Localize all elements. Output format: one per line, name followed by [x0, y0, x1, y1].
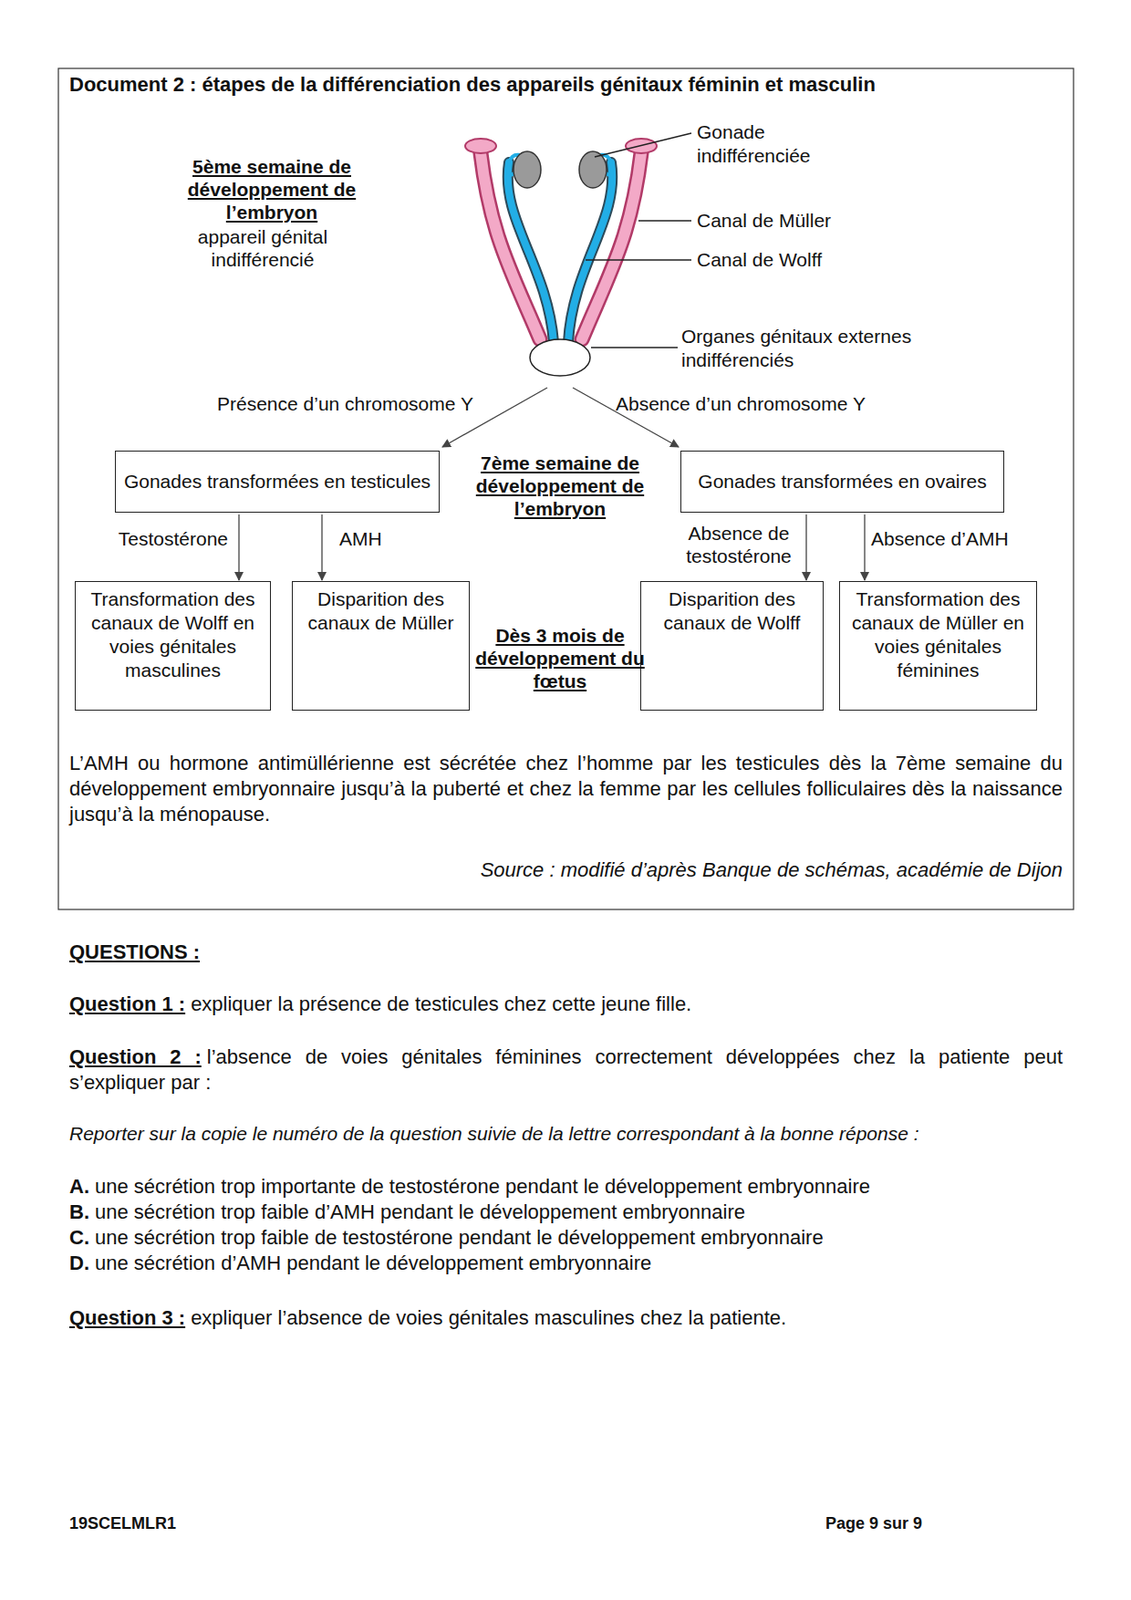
leader-lines [585, 133, 692, 348]
edge-label: Testostérone [118, 527, 229, 550]
diagram-label: Canal de Wolff [696, 248, 822, 272]
process-box: Gonades transformées en testicules [114, 450, 440, 513]
question-text: expliquer l’absence de voies génitales m… [190, 1306, 787, 1329]
diagram-label: appareil génital indifférencié [171, 225, 354, 271]
edge-label: Absence de testostérone [679, 521, 799, 568]
diagram-label: Source : modifié d’après Banque de schém… [69, 857, 1063, 883]
diagram-label: L’AMH ou hormone antimüllérienne est séc… [69, 750, 1063, 828]
diagram-label: Absence d’un chromosome Y [615, 392, 866, 416]
question-text: C. [69, 1225, 90, 1249]
process-box: Gonades transformées en ovaires [680, 450, 1005, 513]
document-title: Document 2 : étapes de la différenciatio… [69, 72, 876, 97]
diagram-label: 5ème semaine de développement de l’embry… [162, 155, 382, 224]
text-row: B.une sécrétion trop faible d’AMH pendan… [69, 1199, 1063, 1225]
diagram-label: Gonade indifférenciée [696, 120, 852, 168]
question-text: 19SCELMLR1 [69, 1514, 177, 1533]
diagram-label: Présence d’un chromosome Y [217, 392, 474, 416]
text-row: C.une sécrétion trop faible de testostér… [69, 1224, 1063, 1251]
text-row: Question 3 :expliquer l’absence de voies… [69, 1305, 1063, 1331]
edge-label: Absence d’AMH [871, 527, 1009, 550]
arrow-connector [321, 514, 322, 581]
text-row: QUESTIONS : [69, 939, 1063, 965]
question-text: Question 2 : [69, 1045, 202, 1069]
question-text: Page 9 sur 9 [825, 1514, 923, 1533]
gonads [513, 151, 607, 188]
process-box: Transformation des canaux de Wolff en vo… [74, 581, 271, 711]
question-text: QUESTIONS : [69, 940, 200, 964]
question-text: une sécrétion trop faible d’AMH pendant … [94, 1200, 746, 1224]
box-text: Transformation des canaux de Müller en v… [847, 587, 1029, 683]
box-text: Gonades transformées en ovaires [697, 469, 986, 494]
question-text: une sécrétion d’AMH pendant le développe… [94, 1251, 652, 1275]
mueller-ducts [465, 138, 657, 340]
question-text: Question 3 : [69, 1306, 186, 1329]
process-box: Disparition des canaux de Wolff [640, 581, 824, 711]
document-frame [58, 68, 1074, 910]
text-row: Page 9 sur 9 [825, 1510, 1100, 1536]
question-text: expliquer la présence de testicules chez… [190, 992, 692, 1016]
question-text: une sécrétion trop importante de testost… [94, 1174, 871, 1198]
process-box: Disparition des canaux de Müller [291, 581, 470, 711]
question-text: D. [69, 1251, 90, 1275]
edge-label: AMH [339, 527, 383, 550]
question-text: A. [69, 1174, 90, 1198]
question-text: une sécrétion trop faible de testostéron… [94, 1225, 824, 1249]
question-text: Reporter sur la copie le numéro de la qu… [69, 1122, 920, 1144]
arrow-connector [805, 514, 807, 581]
text-row: D.une sécrétion d’AMH pendant le dévelop… [69, 1250, 1063, 1277]
text-row: A.une sécrétion trop importante de testo… [69, 1173, 1063, 1200]
arrow-connector [238, 514, 239, 581]
question-text: B. [69, 1200, 90, 1224]
diagram-label: Organes génitaux externes indifférenciés [681, 324, 946, 373]
arrow-connector [863, 514, 865, 581]
process-box: Transformation des canaux de Müller en v… [839, 581, 1038, 711]
text-row: Reporter sur la copie le numéro de la qu… [69, 1120, 1063, 1147]
box-text: Disparition des canaux de Wolff [648, 587, 816, 635]
box-text: Transformation des canaux de Wolff en vo… [83, 587, 263, 683]
box-text: Disparition des canaux de Müller [300, 587, 462, 635]
diagram-label: Dès 3 mois de développement du fœtus [474, 623, 646, 693]
text-row: Question 1 :expliquer la présence de tes… [69, 991, 1063, 1017]
text-row: Question 2 :l’absence de voies génitales… [69, 1044, 1063, 1096]
diagram-label: 7ème semaine de développement de l’embry… [474, 451, 646, 520]
question-text: Question 1 : [69, 992, 186, 1016]
box-text: Gonades transformées en testicules [124, 469, 431, 494]
question-text: l’absence de voies génitales féminines c… [69, 1045, 1063, 1094]
diagram-label: Canal de Müller [696, 208, 831, 233]
external-organs [529, 339, 591, 376]
